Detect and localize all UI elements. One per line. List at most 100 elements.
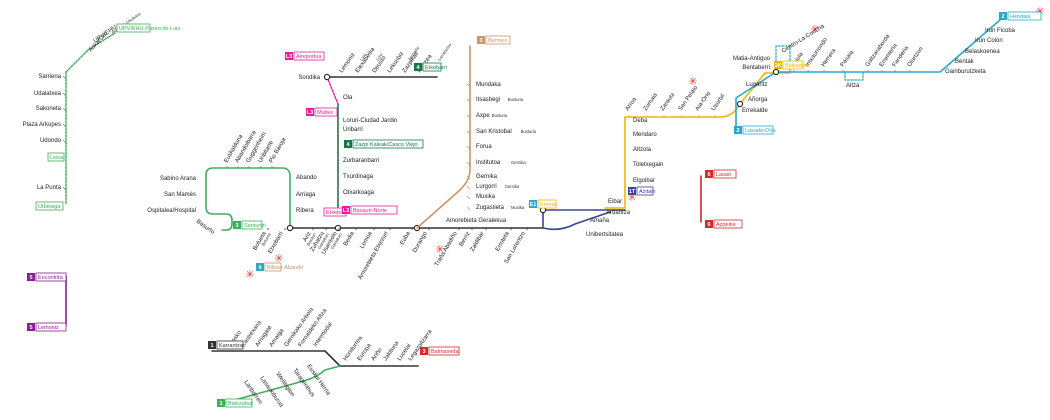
terminus-name: Matiko xyxy=(317,110,333,116)
line-badge xyxy=(774,61,782,69)
station-label: Plaza Arkupes xyxy=(23,122,61,128)
line-badge xyxy=(217,399,225,407)
terminus-box xyxy=(352,139,424,149)
terminus-lasao: 6 Lasao xyxy=(705,169,737,179)
station-label: Pasaia xyxy=(840,49,856,68)
station-label: Busturia xyxy=(492,113,508,118)
station-label: Mundaka xyxy=(476,82,501,88)
station-label: Gernika xyxy=(511,160,526,165)
terminus-name: Basauri-Norte xyxy=(353,208,387,214)
terminus-name: Aireportua xyxy=(296,54,322,60)
station-label: Gainburutzketa xyxy=(945,69,986,75)
station-label: Pio Baroja xyxy=(269,136,288,164)
terminus-box xyxy=(216,340,244,350)
terminus-name: Bermeo xyxy=(488,38,507,44)
station-label: Ola xyxy=(343,95,353,101)
terminus-name: Bidezabal xyxy=(785,63,809,69)
line-badge-number: 5 xyxy=(29,275,32,281)
line-badge-number: 2 xyxy=(736,128,739,134)
station-label: Durango xyxy=(412,230,429,254)
station-label: Deusto xyxy=(372,55,388,75)
line-badge-number: L3 xyxy=(343,208,349,214)
terminus-name: Lasao xyxy=(716,172,731,178)
station-label: Basauri xyxy=(305,232,316,247)
terminus-box xyxy=(636,186,654,196)
station-label: Irun Colón xyxy=(975,38,1003,44)
station-label: Mendaro xyxy=(633,132,657,138)
line-badge xyxy=(344,140,352,148)
line-badge-number: 3 xyxy=(479,38,482,44)
station-tick xyxy=(62,186,67,191)
station-label: Muxika xyxy=(476,194,496,200)
terminus-name: Lasarte-Oria xyxy=(745,128,777,134)
station-label: Basurto xyxy=(195,219,216,236)
terminus-box xyxy=(742,125,774,135)
line-badge-number: 1T xyxy=(629,189,636,195)
alert-asterisk-icon: ✳ xyxy=(435,243,444,256)
alert-asterisk-icon: ✳ xyxy=(245,268,254,281)
station-label: Txurdinaga xyxy=(343,174,374,180)
station-tick xyxy=(62,107,67,112)
station-label: Abando xyxy=(296,175,317,181)
line-badge xyxy=(342,206,350,214)
station-label: Berriz xyxy=(459,231,472,248)
station-tick xyxy=(466,98,471,103)
line-badge-number: 4 xyxy=(416,65,420,71)
station-tick xyxy=(466,206,471,211)
alert-asterisk-icon: ✳ xyxy=(274,252,283,265)
terminus-name: Azitain xyxy=(639,189,656,195)
interchange-sondika xyxy=(323,73,331,81)
station-label: Unibertsitatea xyxy=(586,232,624,238)
station-label: Herrera xyxy=(821,48,838,69)
station-tick xyxy=(62,92,67,97)
terminus-urbinaga: Urbinaga xyxy=(35,201,64,211)
terminus-leioa: Leioa xyxy=(47,152,65,162)
line-badge-number: E1 xyxy=(530,202,537,208)
station-label: Arriaga xyxy=(296,192,316,198)
terminus-name: Urbinaga xyxy=(38,204,61,210)
line-badge-number: 4 xyxy=(258,265,262,271)
station-label: Bolueta xyxy=(260,231,272,246)
station-label: La Punta xyxy=(37,185,62,191)
terminus-box xyxy=(35,201,64,211)
line-badge xyxy=(256,263,264,271)
station-label: Amaña xyxy=(590,218,610,224)
line-badge xyxy=(477,36,485,44)
station-label: Zugastieta xyxy=(476,205,505,211)
station-label: Lugaritz xyxy=(746,82,767,88)
station-label: Toletxegain xyxy=(633,162,663,168)
line-badge xyxy=(27,323,35,331)
station-label: San Kristobal xyxy=(476,129,512,135)
station-label: Zurbaranbarri xyxy=(343,158,379,164)
line-badge-number: 6 xyxy=(707,172,710,178)
terminus-lasarte: 2 Lasarte-Oria xyxy=(734,125,777,135)
line-badge xyxy=(999,12,1007,20)
station-label: Añorga xyxy=(748,97,768,103)
terminus-bermeo: 3 Bermeo xyxy=(477,35,511,45)
station-label: Loiu xyxy=(359,52,368,62)
line-unibertsitatea xyxy=(542,211,611,231)
terminus-name: Santurtzi xyxy=(244,223,266,229)
station-tick xyxy=(466,145,471,150)
line-bt-green xyxy=(219,365,341,405)
station-label: Deba xyxy=(633,118,648,124)
line-badge xyxy=(306,108,314,116)
line-badge-number: 1 xyxy=(219,401,222,407)
terminus-name: Ermua xyxy=(540,202,557,208)
line-badge xyxy=(705,220,713,228)
station-label: Zarautz xyxy=(660,92,677,112)
station-label: Forua xyxy=(476,144,492,150)
station-label: Usurbil xyxy=(711,93,727,112)
station-label: Gernika xyxy=(476,174,498,180)
line-matia-loop xyxy=(775,45,791,73)
station-label: Bentaberri xyxy=(742,65,770,71)
alert-asterisk-icon: ✳ xyxy=(810,23,819,36)
